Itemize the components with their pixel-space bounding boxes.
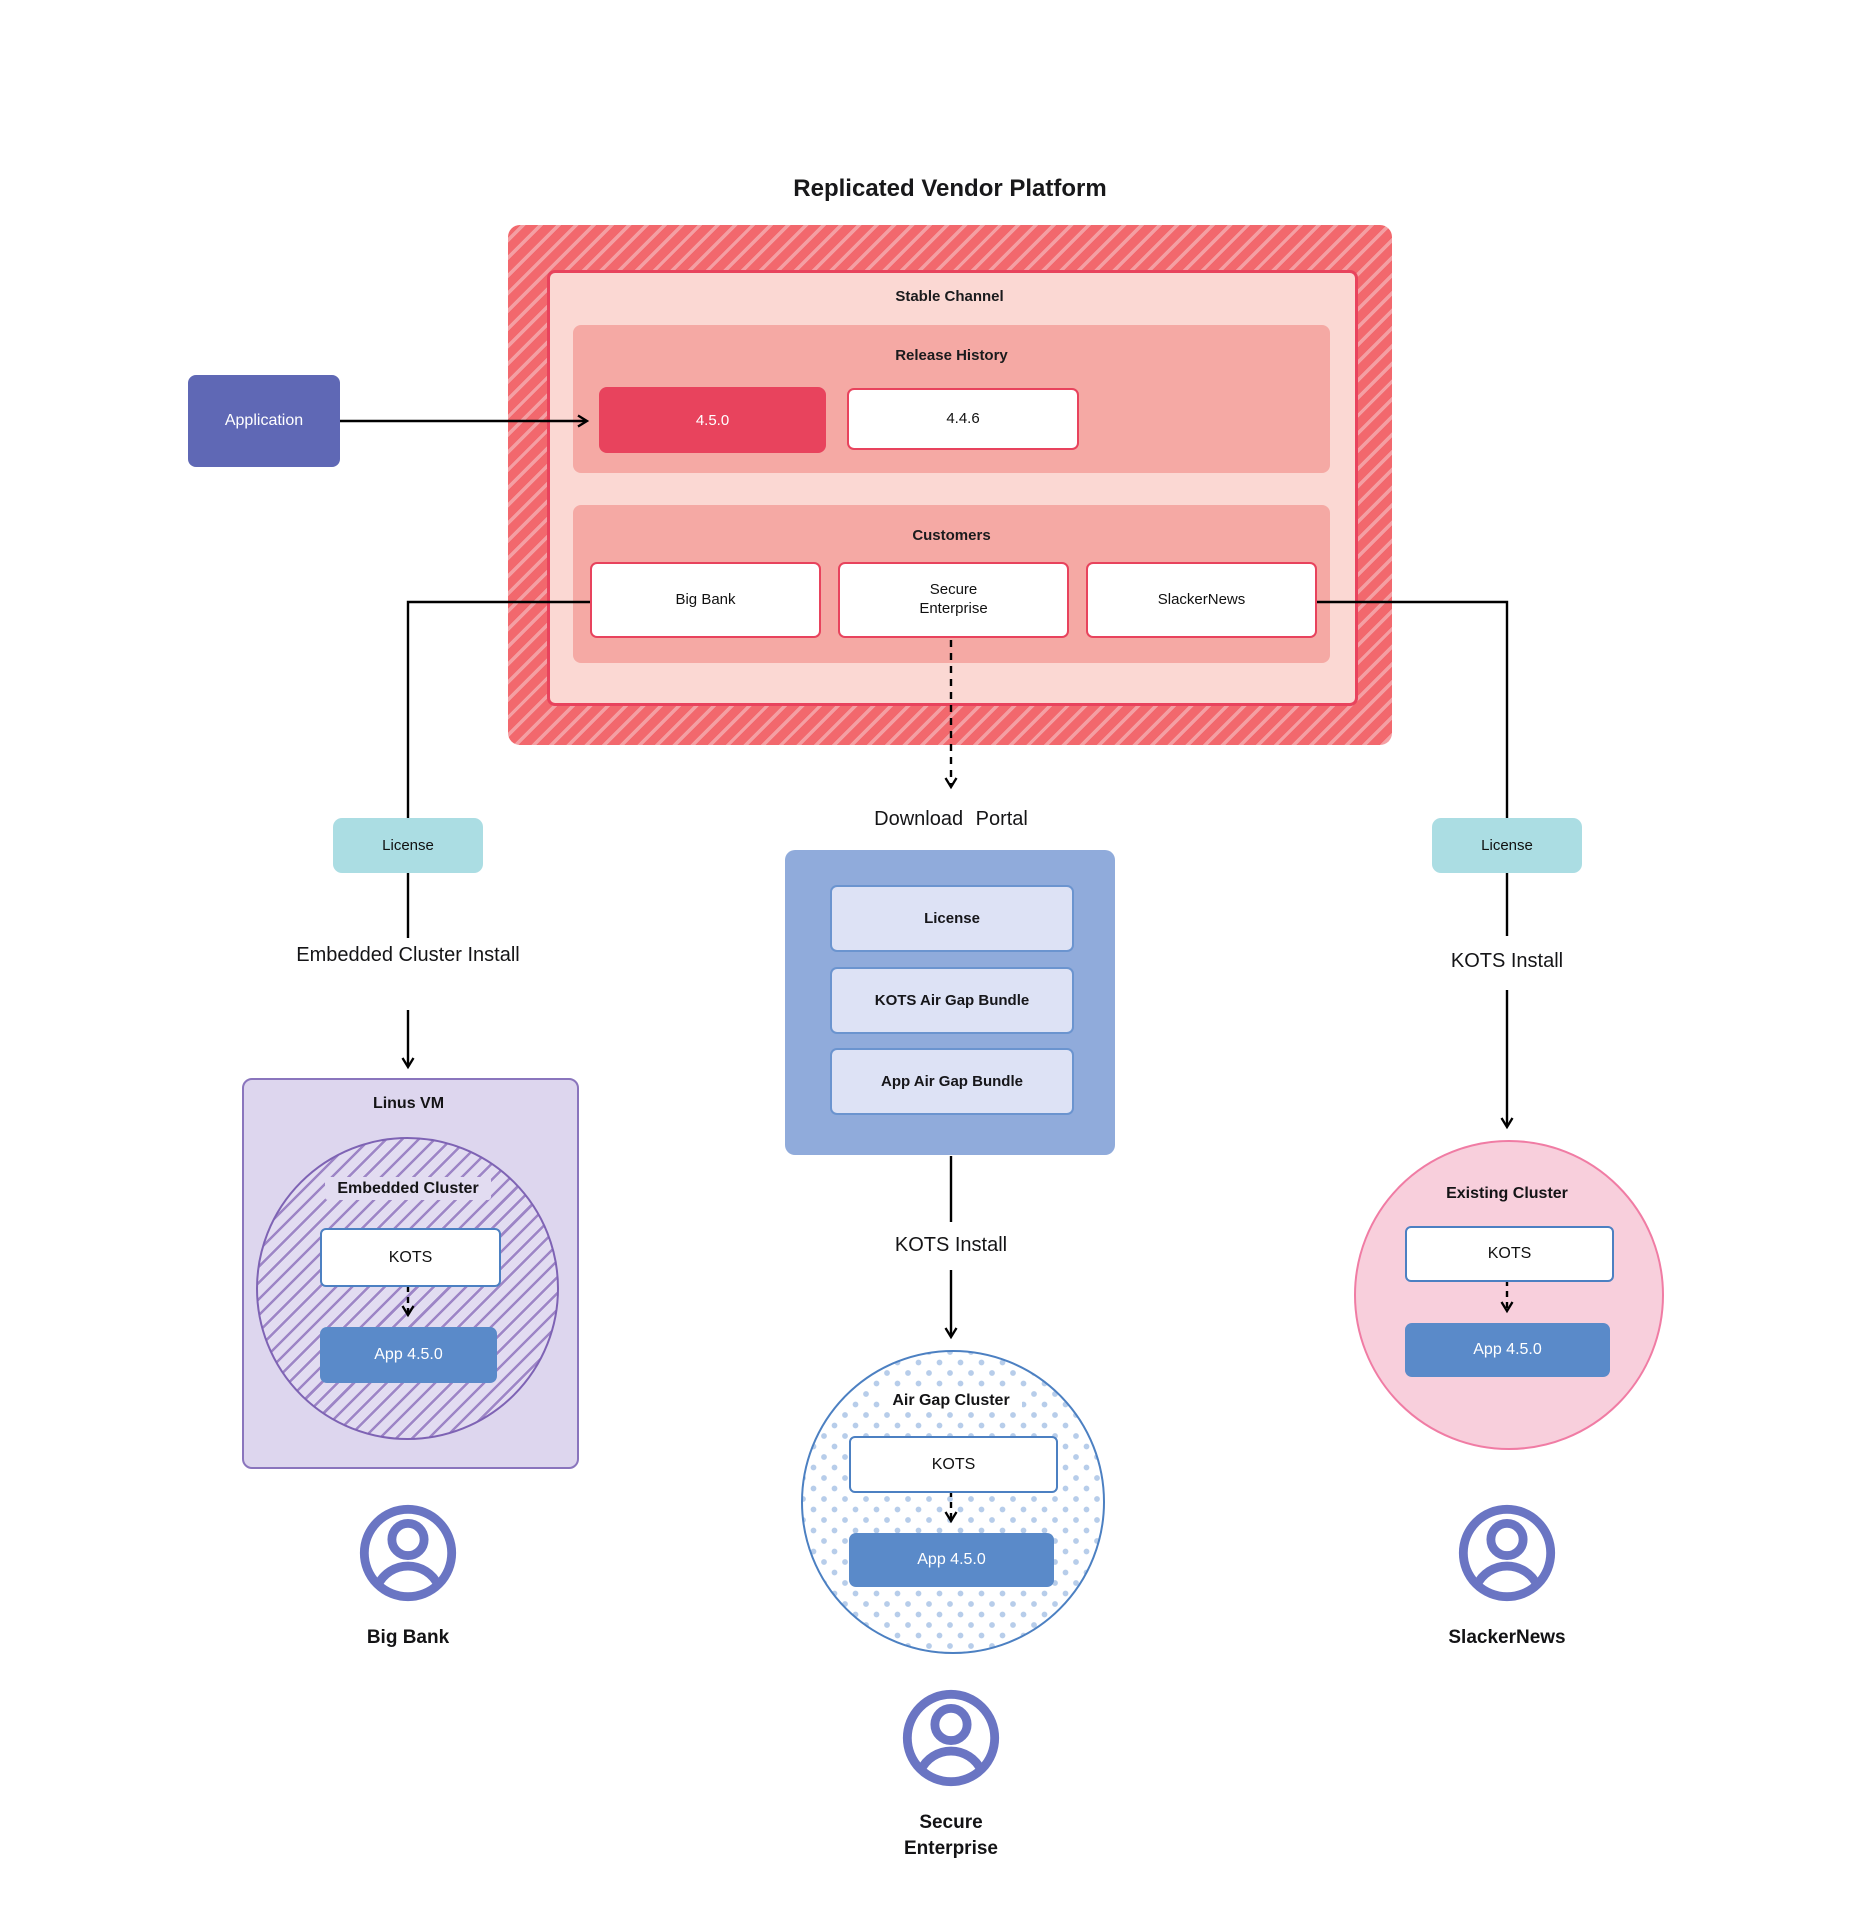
app-box-existing: App 4.5.0: [1405, 1323, 1610, 1377]
release-4-4-6-box: 4.4.6: [847, 388, 1079, 450]
release-4-5-0-box: 4.5.0: [599, 387, 826, 453]
customer-big-bank-box: Big Bank: [590, 562, 821, 638]
user-label-secure-enterprise: Secure Enterprise: [904, 1812, 998, 1859]
user-label-slackernews: SlackerNews: [1448, 1627, 1566, 1648]
customers-label: Customers: [912, 527, 991, 544]
license-box-left: License: [333, 818, 483, 873]
app-box-airgap: App 4.5.0: [849, 1533, 1054, 1587]
linus-vm-label: Linus VM: [372, 1095, 445, 1112]
stable-channel-label: Stable Channel: [895, 288, 1004, 305]
existing-cluster-label: Existing Cluster: [1446, 1185, 1568, 1202]
kots-install-label-right: KOTS Install: [1450, 950, 1564, 972]
customer-slackernews-box: SlackerNews: [1086, 562, 1317, 638]
portal-license-box: License: [830, 885, 1074, 952]
portal-kots-airgap-bundle-box: KOTS Air Gap Bundle: [830, 967, 1074, 1034]
embedded-cluster-label: Embedded Cluster: [256, 1177, 560, 1200]
kots-box-airgap: KOTS: [849, 1436, 1058, 1493]
download-portal-label: Download Portal: [874, 808, 1028, 830]
portal-app-airgap-bundle-box: App Air Gap Bundle: [830, 1048, 1074, 1115]
license-box-right: License: [1432, 818, 1582, 873]
page-title: Replicated Vendor Platform: [793, 175, 1107, 202]
application-box: Application: [188, 375, 340, 467]
release-history-label: Release History: [895, 347, 1008, 364]
embedded-cluster-install-label: Embedded Cluster Install: [296, 944, 520, 966]
user-icon-big-bank: [359, 1504, 457, 1602]
existing-cluster-circle: [1354, 1140, 1664, 1450]
kots-box-embedded: KOTS: [320, 1228, 501, 1287]
app-box-embedded: App 4.5.0: [320, 1327, 497, 1383]
customer-secure-enterprise-box: Secure Enterprise: [838, 562, 1069, 638]
user-icon-slackernews: [1458, 1504, 1556, 1602]
user-icon-secure-enterprise: [902, 1689, 1000, 1787]
user-label-big-bank: Big Bank: [366, 1627, 450, 1648]
air-gap-cluster-label: Air Gap Cluster: [801, 1389, 1101, 1412]
kots-install-label-middle: KOTS Install: [894, 1234, 1008, 1256]
kots-box-existing: KOTS: [1405, 1226, 1614, 1282]
